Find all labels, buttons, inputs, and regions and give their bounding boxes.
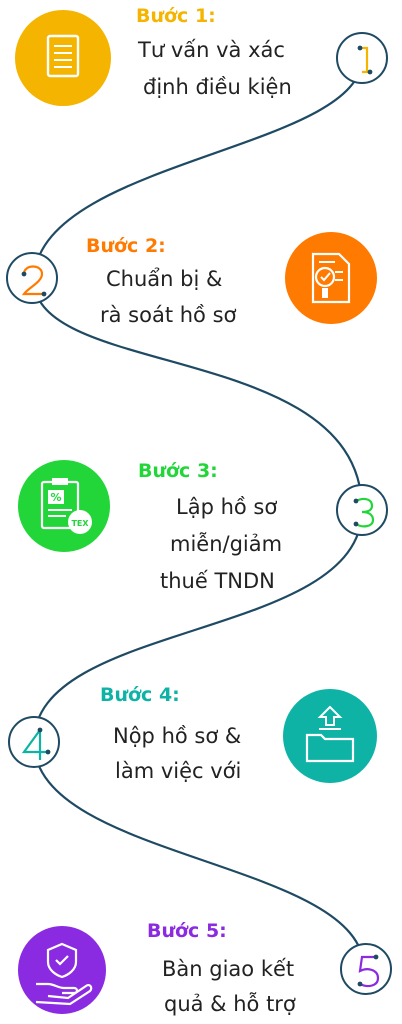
step-4-title: Bước 4: — [100, 684, 180, 706]
step-1-desc-line-2: định điều kiện — [143, 75, 292, 99]
step-3-desc-line-2: miễn/giảm — [170, 532, 283, 556]
number-2-icon — [21, 265, 47, 297]
step-5-icon-circle — [18, 926, 106, 1014]
step-3-title: Bước 3: — [138, 460, 218, 482]
step-2-title: Bước 2: — [86, 235, 166, 257]
step-2-desc-line-1: Chuẩn bị & — [106, 267, 223, 291]
step-2-desc-line-2: rà soát hồ sơ — [100, 303, 237, 327]
number-3-icon — [353, 497, 375, 528]
tax-clipboard-icon: % TEX — [40, 478, 92, 534]
step-2-icon-circle — [285, 232, 377, 324]
number-5-icon — [357, 954, 380, 988]
step-3-desc-line-3: thuế TNDN — [160, 569, 275, 593]
step-1-desc-line-1: Tư vấn và xác — [138, 38, 285, 62]
step-1-number-badge — [336, 32, 388, 84]
document-check-icon — [311, 252, 351, 304]
step-4-desc-line-2: làm việc với — [115, 759, 242, 783]
number-1-icon — [357, 45, 373, 75]
folder-upload-icon — [305, 705, 355, 763]
step-3-number-badge — [336, 484, 388, 536]
step-5-number-badge — [340, 943, 392, 995]
hand-shield-icon — [35, 942, 93, 1006]
step-4-desc-line-1: Nộp hồ sơ & — [113, 724, 242, 748]
step-2-number-badge — [6, 252, 58, 304]
svg-text:%: % — [50, 491, 61, 504]
step-3-desc-line-1: Lập hồ sơ — [176, 495, 278, 519]
tax-tag-text: TEX — [71, 519, 89, 528]
step-3-icon-circle: % TEX — [18, 460, 110, 552]
step-5-title: Bước 5: — [147, 920, 227, 942]
step-5-desc-line-2: quả & hỗ trợ — [164, 992, 296, 1016]
step-4-icon-circle — [283, 689, 377, 783]
document-icon — [46, 34, 80, 78]
step-1-title: Bước 1: — [136, 5, 216, 27]
step-5-desc-line-1: Bàn giao kết — [162, 957, 295, 981]
number-4-icon — [21, 727, 51, 760]
step-1-icon-circle — [15, 10, 111, 106]
step-4-number-badge — [8, 716, 60, 768]
